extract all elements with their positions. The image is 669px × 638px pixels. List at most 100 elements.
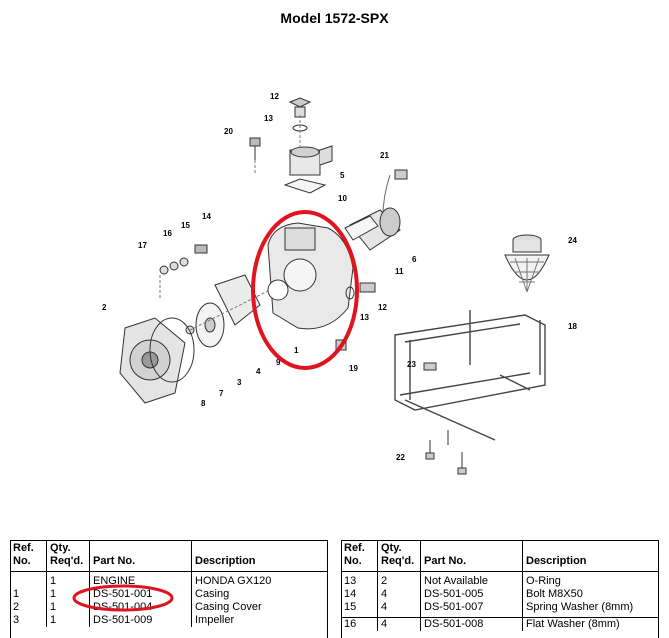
cell-desc: Casing Cover	[191, 601, 328, 614]
cell-desc: O-Ring	[522, 575, 659, 588]
cell-part: DS-501-008	[420, 617, 523, 631]
cell-part: DS-501-001	[89, 588, 192, 601]
col-ref: Ref. No.	[341, 540, 378, 572]
cell-desc: Flat Washer (8mm)	[522, 617, 659, 631]
callout-label: 23	[407, 360, 416, 369]
exploded-pump-diagram: 12 13 20 5 10 21 14 15 16 17 6 11 24 2 9…	[102, 92, 577, 475]
cell-desc: Casing	[191, 588, 328, 601]
cell-qty: 1	[46, 588, 90, 601]
bolt-set-part	[159, 244, 208, 275]
callout-label: 14	[202, 212, 211, 221]
callout-label: 18	[568, 322, 577, 331]
col-desc: Description	[191, 540, 328, 572]
cell-ref: 3	[13, 614, 20, 626]
cell-desc: Bolt M8X50	[522, 588, 659, 601]
bolt-part-20	[249, 137, 261, 160]
col-qty: Qty. Req'd.	[46, 540, 90, 572]
cell-qty: 1	[46, 601, 90, 614]
callout-label: 5	[340, 171, 345, 180]
cell-qty: 1	[46, 575, 90, 588]
cell-qty: 4	[377, 601, 421, 614]
callout-numbers: 12 13 20 5 10 21 14 15 16 17 6 11 24 2 9…	[102, 92, 577, 462]
strainer-part	[504, 234, 550, 293]
header-label: Ref. No.	[13, 542, 34, 567]
spacer-row	[341, 571, 659, 575]
cell-part: DS-501-005	[420, 588, 523, 601]
callout-label: 13	[360, 313, 369, 322]
callout-label: 15	[181, 221, 190, 230]
cell-part: DS-501-007	[420, 601, 523, 614]
o-ring-part-13	[345, 286, 355, 300]
col-part: Part No.	[420, 540, 523, 572]
table-row: 1 ENGINE HONDA GX120	[10, 575, 328, 588]
frame-part	[394, 310, 546, 441]
header-label: Qty. Req'd.	[381, 542, 415, 567]
header-label: Ref. No.	[344, 542, 365, 567]
callout-label: 4	[256, 367, 261, 376]
callout-label: 19	[349, 364, 358, 373]
callout-label: 20	[224, 127, 233, 136]
callout-label: 22	[396, 453, 405, 462]
cell-qty: 4	[377, 617, 421, 631]
cell-ref: 15	[344, 601, 357, 613]
table-row: 13 2 Not Available O-Ring	[341, 575, 659, 588]
callout-label: 3	[237, 378, 242, 387]
cell-ref: 14	[344, 588, 357, 600]
gasket-part-10	[283, 178, 327, 194]
discharge-fitting-part	[289, 145, 333, 176]
col-desc: Description	[522, 540, 659, 572]
impeller-part	[195, 274, 261, 348]
callout-label: 12	[378, 303, 387, 312]
bolt-part-21	[394, 169, 408, 180]
callout-label: 11	[395, 267, 404, 276]
callout-label: 6	[412, 255, 417, 264]
callout-label: 16	[163, 229, 172, 238]
callout-label: 10	[338, 194, 347, 203]
table-row: 2 1 DS-501-004 Casing Cover	[10, 601, 328, 614]
cell-desc: Impeller	[191, 614, 328, 627]
callout-label: 17	[138, 241, 147, 250]
cell-qty: 2	[377, 575, 421, 588]
callout-label: 7	[219, 389, 224, 398]
cell-ref: 16	[344, 618, 357, 630]
cell-part: DS-501-004	[89, 601, 192, 614]
table-row: 3 1 DS-501-009 Impeller	[10, 614, 328, 627]
callout-label: 2	[102, 303, 107, 312]
cell-desc: HONDA GX120	[191, 575, 328, 588]
cell-desc: Spring Washer (8mm)	[522, 601, 659, 614]
table-row: 16 4 DS-501-008 Flat Washer (8mm)	[341, 617, 659, 631]
parts-table-left: Ref. No. Qty. Req'd. Part No. Descriptio…	[10, 540, 328, 627]
mount-bolts-part	[423, 362, 467, 475]
spacer-row	[10, 571, 328, 575]
suction-fitting-part	[344, 207, 401, 251]
col-qty: Qty. Req'd.	[377, 540, 421, 572]
cell-ref: 13	[344, 575, 357, 587]
cell-part: ENGINE	[89, 575, 192, 588]
cell-qty: 4	[377, 588, 421, 601]
callout-label: 8	[201, 399, 206, 408]
table-row: 1 1 DS-501-001 Casing	[10, 588, 328, 601]
cell-part: Not Available	[420, 575, 523, 588]
cell-qty: 1	[46, 614, 90, 627]
callout-label: 9	[276, 358, 281, 367]
page-title: Model 1572-SPX	[280, 10, 389, 26]
spacer-row	[341, 614, 659, 618]
alignment-lines	[159, 115, 301, 331]
cell-ref: 1	[13, 588, 20, 600]
callout-label: 12	[270, 92, 279, 101]
cell-part: DS-501-009	[89, 614, 192, 627]
callout-label: 24	[568, 236, 577, 245]
callout-label: 1	[294, 346, 299, 355]
casing-part	[267, 222, 354, 330]
parts-table-right: Ref. No. Qty. Req'd. Part No. Descriptio…	[341, 540, 659, 631]
casing-cover-part	[119, 317, 195, 404]
markup-circle-casing	[251, 210, 359, 370]
header-label: Qty. Req'd.	[50, 542, 84, 567]
table-row: 14 4 DS-501-005 Bolt M8X50	[341, 588, 659, 601]
callout-label: 21	[380, 151, 389, 160]
col-part: Part No.	[89, 540, 192, 572]
cell-ref	[10, 575, 47, 588]
col-ref: Ref. No.	[10, 540, 47, 572]
callout-label: 13	[264, 114, 273, 123]
table-row: 15 4 DS-501-007 Spring Washer (8mm)	[341, 601, 659, 614]
